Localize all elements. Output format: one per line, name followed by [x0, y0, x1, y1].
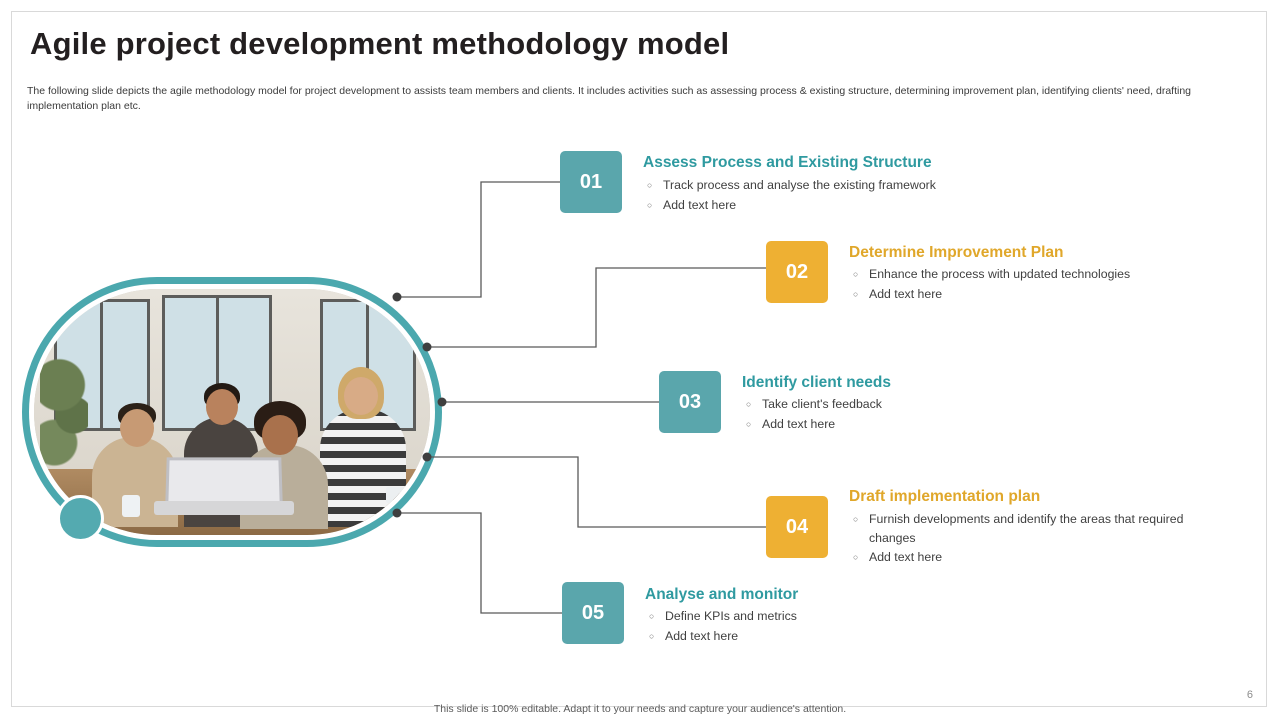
step-04-heading: Draft implementation plan	[849, 488, 1041, 505]
step-02-badge: 02	[766, 241, 828, 303]
step-03-bullets: Take client's feedback Add text here	[744, 395, 1124, 434]
step-01-heading: Assess Process and Existing Structure	[643, 154, 932, 171]
list-item: Add text here	[744, 415, 1124, 434]
list-item: Add text here	[851, 285, 1251, 304]
step-05-badge: 05	[562, 582, 624, 644]
list-item: Furnish developments and identify the ar…	[851, 510, 1196, 547]
list-item: Add text here	[645, 196, 1065, 215]
footer-note: This slide is 100% editable. Adapt it to…	[433, 703, 847, 715]
step-05-heading: Analyse and monitor	[645, 586, 799, 603]
photo-illustration	[34, 289, 430, 535]
list-item: Add text here	[851, 548, 1196, 567]
slide-description: The following slide depicts the agile me…	[27, 85, 1192, 112]
step-03-badge: 03	[659, 371, 721, 433]
step-03-heading: Identify client needs	[742, 374, 892, 391]
step-04-bullets: Furnish developments and identify the ar…	[851, 510, 1196, 568]
step-02-heading: Determine Improvement Plan	[849, 244, 1064, 261]
team-meeting-photo	[34, 289, 430, 535]
step-02-bullets: Enhance the process with updated technol…	[851, 265, 1251, 304]
step-01-badge: 01	[560, 151, 622, 213]
step-05-bullets: Define KPIs and metrics Add text here	[647, 607, 1027, 646]
list-item: Add text here	[647, 627, 1027, 646]
list-item: Enhance the process with updated technol…	[851, 265, 1251, 284]
page-title: Agile project development methodology mo…	[30, 26, 730, 61]
list-item: Take client's feedback	[744, 395, 1124, 414]
step-04-badge: 04	[766, 496, 828, 558]
step-01-bullets: Track process and analyse the existing f…	[645, 176, 1065, 215]
oval-accent-dot	[57, 495, 104, 542]
list-item: Define KPIs and metrics	[647, 607, 1027, 626]
slide-border	[11, 11, 1267, 707]
list-item: Track process and analyse the existing f…	[645, 176, 1065, 195]
team-photo-oval	[22, 277, 442, 547]
page-number: 6	[1246, 689, 1253, 701]
